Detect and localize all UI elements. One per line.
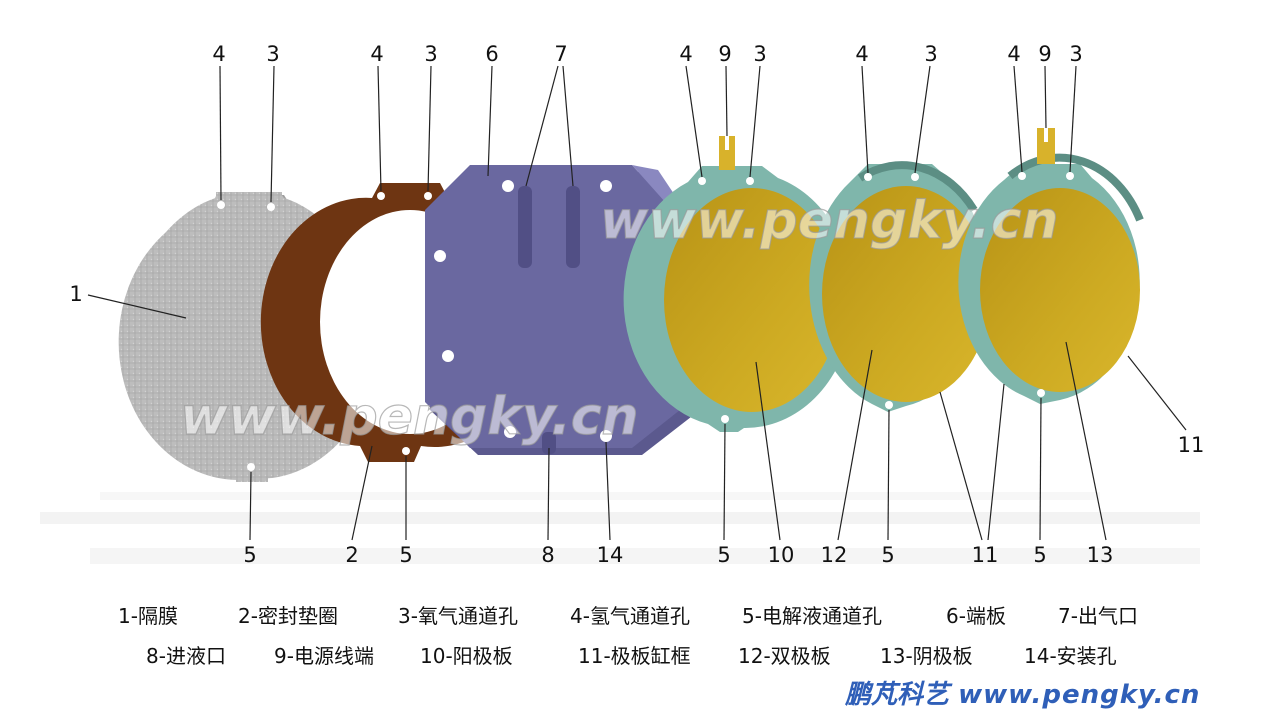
label-gasket-top-b: 3 (424, 42, 437, 66)
label-anode-bottom-b: 10 (768, 543, 795, 567)
label-anode-top-b: 9 (718, 42, 731, 66)
legend-item: 6-端板 (946, 604, 1006, 628)
legend-item: 4-氢气通道孔 (570, 604, 690, 628)
label-endplate-top-b: 7 (554, 42, 567, 66)
callout-labels: 4 3 1 5 4 3 2 5 6 7 8 14 4 9 3 5 10 4 3 … (69, 42, 1204, 567)
legend-item: 3-氧气通道孔 (398, 604, 518, 628)
label-gasket-top-a: 4 (370, 42, 383, 66)
label-bipolar-bottom-b: 5 (881, 543, 894, 567)
label-diaphragm-bottom: 5 (243, 543, 256, 567)
label-bipolar-bottom-c: 11 (972, 543, 999, 567)
label-gasket-bottom-a: 2 (345, 543, 358, 567)
brand-url[interactable]: www.pengky.cn (958, 680, 1201, 710)
legend-item: 13-阴极板 (880, 644, 973, 668)
legend-item: 9-电源线端 (274, 644, 374, 668)
label-diaphragm-top-a: 4 (212, 42, 225, 66)
label-anode-bottom-a: 5 (717, 543, 730, 567)
label-cathode-side: 11 (1178, 433, 1205, 457)
label-cathode-top-b: 9 (1038, 42, 1051, 66)
bipolar-plate-part (809, 161, 990, 412)
label-bipolar-top-b: 3 (924, 42, 937, 66)
legend-item: 7-出气口 (1058, 604, 1138, 628)
label-cathode-bottom-a: 5 (1033, 543, 1046, 567)
label-endplate-top-a: 6 (485, 42, 498, 66)
legend-item: 8-进液口 (146, 644, 226, 668)
leader-lines (87, 65, 1187, 541)
watermark-lower: www.pengky.cn (180, 387, 639, 447)
legend-item: 1-隔膜 (118, 604, 178, 628)
label-cathode-bottom-b: 13 (1087, 543, 1114, 567)
legend-item: 10-阳极板 (420, 644, 513, 668)
label-diaphragm-side: 1 (69, 282, 82, 306)
label-diaphragm-top-b: 3 (266, 42, 279, 66)
brand-name: 鹏芃科艺 (845, 680, 950, 710)
watermark-upper: www.pengky.cn (600, 191, 1059, 251)
legend-item: 11-极板缸框 (578, 644, 691, 668)
anode-plate-part (623, 136, 854, 432)
legend-item: 14-安装孔 (1024, 644, 1117, 668)
label-bipolar-bottom-a: 12 (821, 543, 848, 567)
label-cathode-top-c: 3 (1069, 42, 1082, 66)
label-endplate-bottom-a: 8 (541, 543, 554, 567)
legend-item: 12-双极板 (738, 644, 831, 668)
label-anode-top-c: 3 (753, 42, 766, 66)
label-anode-top-a: 4 (679, 42, 692, 66)
label-endplate-bottom-b: 14 (597, 543, 624, 567)
floor-stripes (40, 492, 1200, 564)
label-cathode-top-a: 4 (1007, 42, 1020, 66)
label-gasket-bottom-b: 5 (399, 543, 412, 567)
brand-footer: 鹏芃科艺 www.pengky.cn (845, 674, 1200, 711)
cathode-plate-part (958, 128, 1144, 404)
label-bipolar-top-a: 4 (855, 42, 868, 66)
legend-item: 5-电解液通道孔 (742, 604, 882, 628)
legend-item: 2-密封垫圈 (238, 604, 338, 628)
